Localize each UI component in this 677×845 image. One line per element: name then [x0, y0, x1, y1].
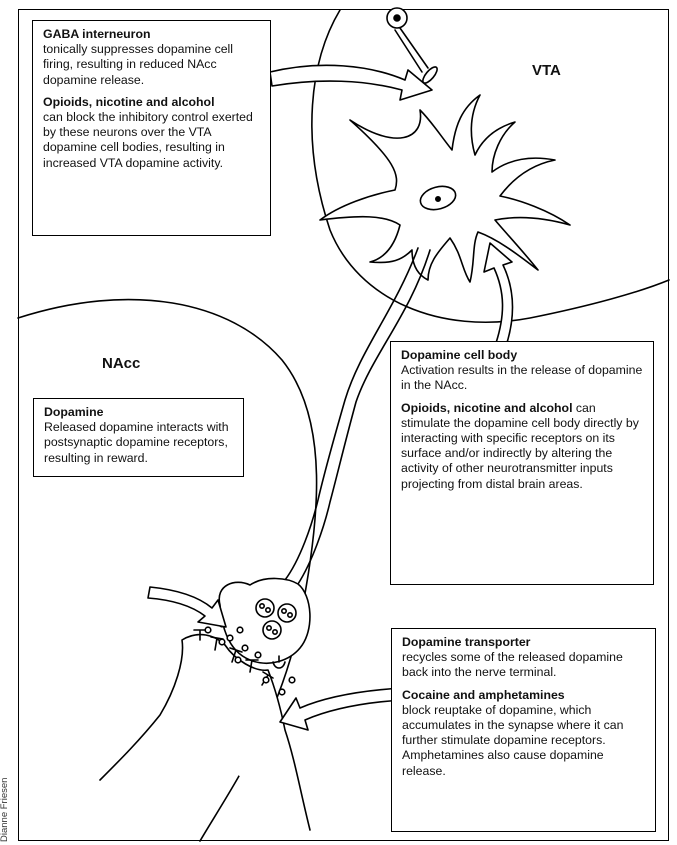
gaba-text: tonically suppresses dopamine cell firin… — [43, 42, 233, 86]
presynaptic-terminal — [219, 578, 310, 663]
region-label-vta: VTA — [532, 62, 561, 79]
cell-body-text: Activation results in the release of dop… — [401, 363, 642, 392]
transporter-text-2: block reuptake of dopamine, which accumu… — [402, 703, 623, 778]
cell-body-heading-2: Opioids, nicotine and alcohol — [401, 401, 572, 415]
illustrator-credit: Dianne Friesen — [0, 778, 10, 842]
transporter-heading: Dopamine transporter — [402, 635, 530, 649]
dopamine-heading: Dopamine — [44, 405, 103, 419]
gaba-text-2: can block the inhibitory control exerted… — [43, 110, 253, 170]
transporter-heading-2: Cocaine and amphetamines — [402, 688, 565, 702]
dopamine-text: Released dopamine interacts with postsyn… — [44, 420, 229, 464]
postsynaptic-neuron — [100, 635, 310, 830]
transporter-text: recycles some of the released dopamine b… — [402, 650, 623, 679]
cell-body-heading: Dopamine cell body — [401, 348, 517, 362]
arrow-transporter — [280, 688, 402, 730]
gaba-interneuron-axon — [395, 28, 428, 72]
arrow-dopamine — [148, 587, 226, 627]
gaba-heading: GABA interneuron — [43, 27, 150, 41]
gaba-heading-2: Opioids, nicotine and alcohol — [43, 95, 214, 109]
region-label-nacc: NAcc — [102, 355, 140, 372]
arrow-cell-body — [484, 243, 512, 346]
arrow-gaba — [270, 65, 432, 100]
